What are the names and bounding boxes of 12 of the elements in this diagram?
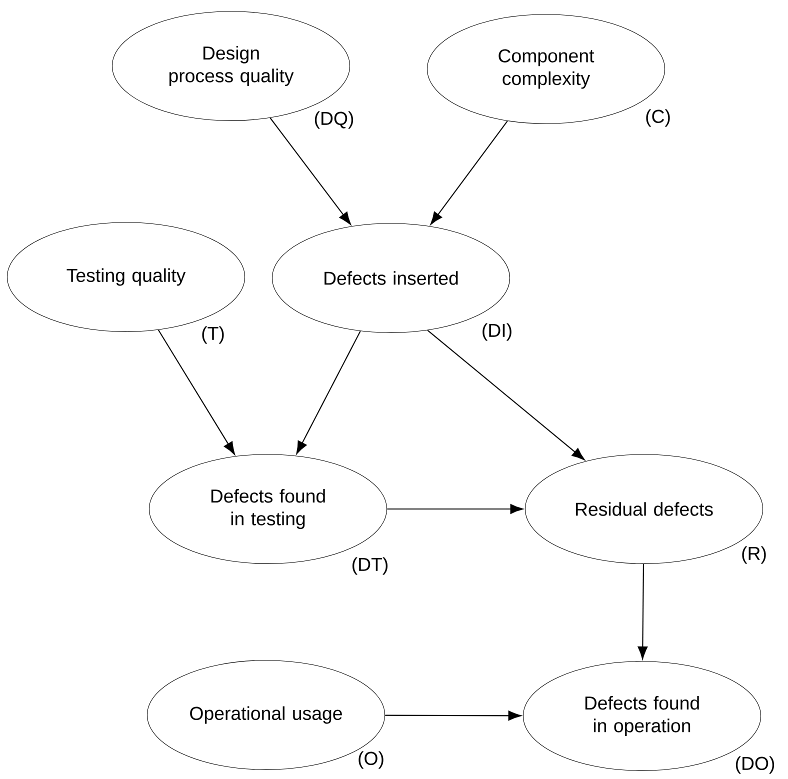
node-tag: (DO) (736, 756, 774, 774)
arrow (430, 120, 508, 225)
node-tag: (R) (742, 546, 766, 564)
arrow (270, 118, 352, 225)
arrow (385, 710, 522, 721)
node-tag: (C) (646, 109, 670, 127)
arrow (296, 330, 361, 454)
arrow (387, 504, 524, 514)
node-tag: (O) (358, 751, 384, 769)
arrow (158, 330, 235, 455)
arrow (427, 330, 585, 460)
arrow (638, 564, 648, 660)
